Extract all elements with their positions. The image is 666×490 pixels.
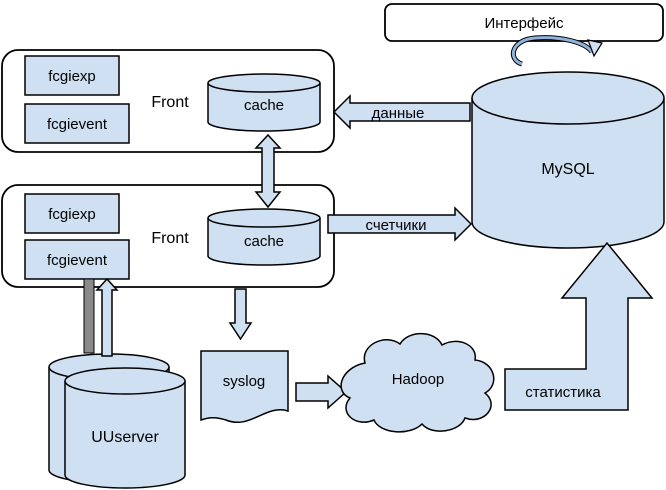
hadoop-cloud: Hadoop bbox=[340, 332, 495, 433]
front-bottom-cache: cache bbox=[207, 208, 321, 266]
front-top-fcgievent-box bbox=[24, 103, 130, 144]
front-bottom-fcgievent-label: fcgievent bbox=[47, 252, 108, 269]
front-bottom-fcgievent-box bbox=[24, 239, 130, 280]
front-to-syslog-arrow bbox=[228, 288, 253, 341]
front-top-container: fcgiexp fcgievent Front cache bbox=[1, 49, 335, 153]
mysql-to-interface-arrow bbox=[510, 35, 603, 67]
front-top-cache-label: cache bbox=[244, 97, 284, 114]
data-arrow-label: данные bbox=[372, 105, 425, 122]
uuserver-label: UUserver bbox=[91, 429, 159, 446]
counters-arrow-label: счетчики bbox=[366, 217, 427, 234]
front-top-label: Front bbox=[151, 94, 189, 111]
hadoop-label: Hadoop bbox=[392, 371, 445, 388]
interface-label: Интерфейс bbox=[484, 15, 564, 32]
front-top-fcgievent-label: fcgievent bbox=[47, 116, 108, 133]
front-top-fcgiexp-box bbox=[24, 55, 120, 96]
statistics-arrow: статистика bbox=[504, 241, 654, 411]
cache-sync-arrow bbox=[254, 133, 282, 209]
counters-arrow: счетчики bbox=[327, 206, 473, 242]
front-bottom-container: fcgiexp fcgievent Front cache bbox=[1, 184, 335, 288]
data-arrow: данные bbox=[332, 94, 471, 130]
syslog-document: syslog bbox=[200, 350, 289, 423]
front-top-fcgiexp-label: fcgiexp bbox=[48, 68, 96, 85]
interface-box: Интерфейс bbox=[384, 3, 664, 42]
mysql-label: MySQL bbox=[541, 161, 594, 178]
mysql-database: MySQL bbox=[471, 71, 665, 249]
front-bottom-label: Front bbox=[151, 230, 189, 247]
uuserver-database: UUserver bbox=[64, 367, 186, 489]
front-bottom-fcgiexp-box bbox=[24, 193, 120, 234]
statistics-label: статистика bbox=[525, 384, 601, 401]
fcgievent-uuserver-arrows bbox=[83, 277, 119, 357]
front-bottom-fcgiexp-label: fcgiexp bbox=[48, 206, 96, 223]
front-top-cache: cache bbox=[207, 73, 321, 132]
syslog-to-hadoop-arrow bbox=[295, 374, 348, 410]
front-bottom-cache-label: cache bbox=[244, 233, 284, 250]
syslog-label: syslog bbox=[223, 373, 266, 390]
